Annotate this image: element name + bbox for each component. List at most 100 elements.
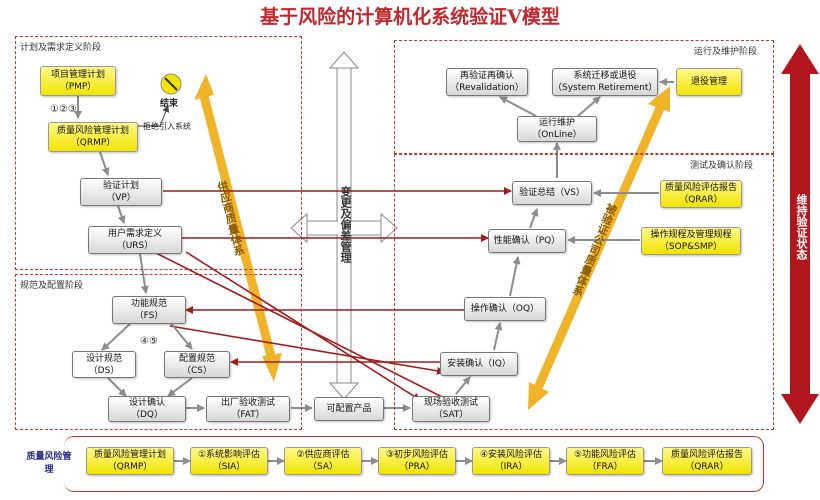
qrm-step-5-line2: （IRA） — [494, 462, 528, 472]
qrm-step-fra: ⑤功能风险评估 （FRA） — [566, 447, 644, 475]
node-vs: 验证总结（VS） — [512, 181, 592, 205]
node-vs-line1: 验证总结（VS） — [519, 188, 585, 198]
node-reval-line1: 再验证再确认 — [459, 71, 514, 81]
qrm-step-5-line1: ④安装风险评估 — [479, 450, 543, 460]
node-urs-line2: （URS） — [116, 241, 154, 251]
qrm-step-qrar: 质量风险评估报告 （QRAR） — [662, 447, 752, 475]
node-vp-line1: 验证计划 — [102, 181, 139, 191]
node-revalidation: 再验证再确认 （Revalidation） — [446, 68, 528, 96]
node-urs: 用户需求定义 （URS） — [88, 226, 182, 254]
node-fat-line1: 出厂验收测试 — [220, 398, 275, 408]
node-retire-line1: 系统迁移或退役 — [573, 71, 637, 81]
qrm-step-6-line1: ⑤功能风险评估 — [573, 450, 637, 460]
steps-123-label: ①②③ — [50, 104, 77, 115]
node-vp: 验证计划 （VP） — [80, 178, 162, 206]
node-online-line1: 运行维护 — [538, 118, 575, 128]
qrm-step-ira: ④安装风险评估 （IRA） — [472, 447, 550, 475]
node-online-line2: （OnLine） — [532, 130, 582, 140]
qrm-label: 质量风险管理 — [26, 452, 72, 475]
node-qrar-line2: （QRAR） — [679, 195, 723, 205]
verification-links — [153, 187, 512, 409]
phase-test-label: 测试及确认阶段 — [690, 161, 754, 171]
node-reval-line2: （Revalidation） — [450, 83, 524, 93]
node-fat: 出厂验收测试 （FAT） — [206, 396, 290, 422]
qrm-panel — [64, 436, 764, 492]
node-ds-line2: （DS） — [88, 365, 120, 376]
supplier-quality-arrow — [194, 74, 282, 382]
page-title: 基于风险的计算机化系统验证V模型 — [260, 6, 560, 28]
node-sop-line2: （SOP&SMP） — [659, 242, 723, 252]
qrm-step-7-line1: 质量风险评估报告 — [670, 450, 743, 460]
qrm-step-2-line2: （SIA） — [212, 462, 246, 472]
node-urs-line1: 用户需求定义 — [107, 229, 162, 239]
phase-spec — [15, 274, 302, 430]
end-label: 结束 — [160, 99, 179, 109]
node-qrar: 质量风险评估报告 （QRAR） — [660, 180, 742, 208]
node-qrmp-line2: （QRMP） — [70, 138, 116, 148]
qrm-step-1-line2: （QRMP） — [107, 462, 153, 472]
qrm-step-3-line2: （SA） — [307, 462, 339, 472]
phase-spec-label: 规范及配置阶段 — [20, 281, 84, 291]
node-fs-line1: 功能规范 — [130, 299, 167, 309]
node-pmp: 项目管理计划 （PMP） — [40, 66, 116, 96]
qrm-step-sia: ①系统影响评估 （SIA） — [190, 447, 268, 475]
change-management-arrow — [290, 51, 398, 400]
qrm-step-qrmp: 质量风险管理计划 （QRMP） — [86, 447, 174, 475]
node-pmp-line1: 项目管理计划 — [50, 70, 105, 80]
node-exit-management: 退役管理 — [676, 68, 742, 96]
node-iq-line1: 安装确认（IQ） — [447, 359, 511, 369]
node-qrar-line1: 质量风险评估报告 — [664, 183, 737, 193]
phase-test — [394, 154, 774, 430]
qrm-step-4-line1: ③初步风险评估 — [385, 450, 449, 460]
node-retire-line2: （System Retirement） — [553, 83, 658, 93]
qrm-step-4-line2: （PRA） — [399, 462, 435, 472]
qrm-step-1-line1: 质量风险管理计划 — [93, 450, 166, 460]
node-dq-line2: （DQ） — [130, 410, 163, 420]
qrm-step-3-line1: ②供应商评估 — [296, 450, 350, 460]
node-online: 运行维护 （OnLine） — [517, 116, 597, 142]
phase-plan — [15, 36, 302, 270]
qrm-step-2-line1: ①系统影响评估 — [197, 450, 261, 460]
node-cs-line1: 配置规范 — [178, 353, 215, 364]
node-cs-line2: （CS） — [182, 365, 212, 376]
node-sat-line2: （SAT） — [433, 410, 469, 420]
node-ds-line1: 设计规范 — [85, 353, 122, 364]
node-pq: 性能确认（PQ） — [488, 229, 566, 253]
node-qrmp-line1: 质量风险管理计划 — [56, 126, 129, 136]
phase-operate — [394, 40, 774, 154]
node-fs: 功能规范 （FS） — [112, 296, 186, 324]
node-fat-line2: （FAT） — [231, 410, 265, 420]
flow-links — [74, 78, 674, 412]
phase-operate-label: 运行及维护阶段 — [694, 47, 758, 57]
qrm-step-sa: ②供应商评估 （SA） — [284, 447, 362, 475]
node-dq-line1: 设计确认 — [128, 398, 165, 408]
node-cs: 配置规范 （CS） — [164, 351, 230, 378]
node-config-line1: 可配置产品 — [326, 404, 372, 414]
steps-45-label: ④⑤ — [140, 336, 158, 347]
node-oq: 操作确认（OQ） — [464, 297, 546, 321]
node-sat: 现场验收测试 （SAT） — [412, 396, 490, 422]
node-pmp-line2: （PMP） — [59, 82, 97, 92]
node-oq-line1: 操作确认（OQ） — [470, 304, 540, 314]
node-iq: 安装确认（IQ） — [440, 352, 518, 376]
qrm-step-7-line2: （QRAR） — [685, 462, 729, 472]
node-pq-line1: 性能确认（PQ） — [493, 236, 561, 246]
node-config-product: 可配置产品 — [314, 397, 384, 421]
node-retirement: 系统迁移或退役 （System Retirement） — [552, 68, 658, 96]
node-dq: 设计确认 （DQ） — [108, 396, 186, 422]
qrm-step-pra: ③初步风险评估 （PRA） — [378, 447, 456, 475]
maintain-validation-label: 维持验证状态 — [795, 194, 808, 260]
change-management-label: 变更及偏差管理 — [339, 186, 352, 263]
node-exit-line1: 退役管理 — [690, 77, 727, 87]
node-vp-line2: （VP） — [106, 193, 136, 203]
node-sop-smp: 操作规程及管理规程 （SOP&SMP） — [641, 227, 741, 255]
maintain-validation-arrow — [781, 44, 819, 424]
node-sat-line1: 现场验收测试 — [423, 398, 478, 408]
node-sop-line1: 操作规程及管理规程 — [650, 230, 732, 240]
node-ds: 设计规范 （DS） — [72, 351, 136, 378]
node-qrmp: 质量风险管理计划 （QRMP） — [48, 122, 138, 152]
end-stop-icon — [160, 73, 182, 95]
phase-plan-label: 计划及需求定义阶段 — [20, 43, 102, 53]
qrm-step-6-line2: （FRA） — [587, 462, 623, 472]
refuse-label: 拒绝引入系统 — [143, 122, 191, 131]
